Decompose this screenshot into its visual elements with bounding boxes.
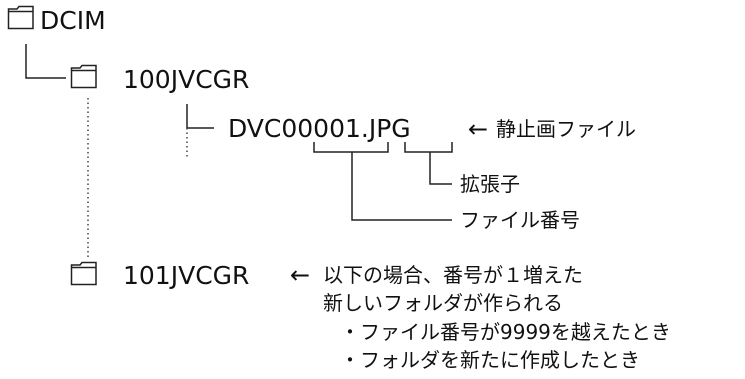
left-arrow-icon: ← <box>290 261 311 289</box>
folder-name-101jvcgr: 101JVCGR <box>123 261 250 290</box>
folder-icon <box>70 64 97 89</box>
folder-icon <box>70 261 97 286</box>
left-arrow-icon: ← <box>468 115 489 143</box>
folder-name-100jvcgr: 100JVCGR <box>123 65 250 94</box>
file-name: DVC00001.JPG <box>228 114 411 143</box>
folder-icon <box>7 5 34 30</box>
folder-name-dcim: DCIM <box>40 6 106 35</box>
file-number-label: ファイル番号 <box>460 208 580 232</box>
condition-bullet-1: ・ファイル番号が9999を越えたとき <box>340 320 671 344</box>
new-folder-note-line2: 新しいフォルダが作られる <box>323 291 563 315</box>
extension-label: 拡張子 <box>460 172 520 196</box>
new-folder-note-line1: 以下の場合、番号が１増えた <box>323 263 583 287</box>
file-type-note: 静止画ファイル <box>496 117 636 141</box>
condition-bullet-2: ・フォルダを新たに作成したとき <box>340 348 640 372</box>
